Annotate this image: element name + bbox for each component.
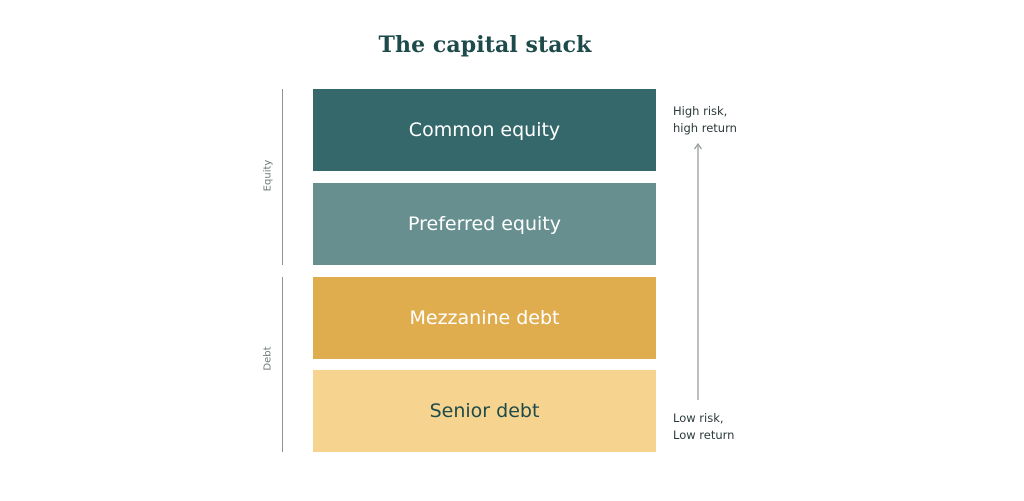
- low-risk-label: Low risk, Low return: [673, 410, 734, 444]
- risk-arrow-icon: [694, 142, 702, 400]
- layer-preferred-equity: Preferred equity: [313, 183, 656, 265]
- layer-label: Common equity: [408, 119, 561, 141]
- layer-label: Mezzanine debt: [409, 307, 560, 329]
- high-risk-line-2: high return: [673, 121, 737, 135]
- high-risk-line-1: High risk,: [673, 104, 728, 118]
- debt-group-label: Debt: [262, 346, 274, 371]
- layer-mezzanine-debt: Mezzanine debt: [313, 277, 656, 359]
- layer-common-equity: Common equity: [313, 89, 656, 171]
- equity-group-label: Equity: [262, 159, 274, 192]
- low-risk-line-2: Low return: [673, 428, 735, 442]
- layer-label: Preferred equity: [407, 213, 561, 235]
- high-risk-label: High risk, high return: [673, 103, 737, 137]
- equity-bracket-line: [282, 89, 283, 265]
- layer-label: Senior debt: [429, 400, 540, 422]
- diagram-title: The capital stack: [378, 32, 592, 58]
- debt-bracket-line: [282, 277, 283, 452]
- layer-senior-debt: Senior debt: [313, 370, 656, 452]
- low-risk-line-1: Low risk,: [673, 411, 724, 425]
